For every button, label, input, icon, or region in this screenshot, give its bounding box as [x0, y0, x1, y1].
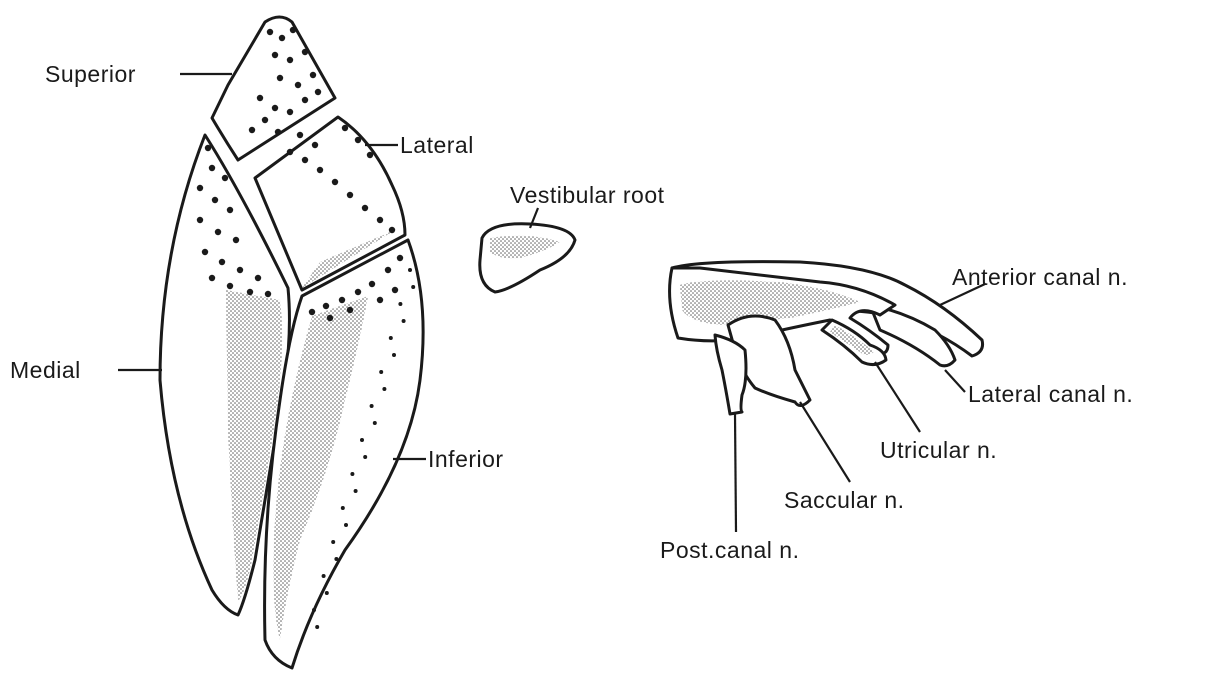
stipple-dot — [341, 506, 345, 510]
stipple-dot — [237, 267, 243, 273]
stipple-dot — [397, 255, 403, 261]
stipple-dot — [350, 472, 354, 476]
stipple-dot — [315, 89, 321, 95]
stipple-dot — [411, 285, 415, 289]
stipple-dot — [317, 167, 323, 173]
label-saccular-n: Saccular n. — [784, 487, 905, 513]
stipple-dot — [389, 227, 395, 233]
stipple-dot — [205, 145, 211, 151]
stipple-dot — [262, 117, 268, 123]
stipple-dot — [370, 404, 374, 408]
stipple-dot — [302, 49, 308, 55]
label-superior: Superior — [45, 61, 136, 87]
stipple-dot — [347, 192, 353, 198]
label-medial: Medial — [10, 357, 81, 383]
stipple-dot — [202, 249, 208, 255]
stipple-dot — [287, 57, 293, 63]
stipple-dot — [222, 175, 228, 181]
label-inferior: Inferior — [428, 446, 504, 472]
stipple-dot — [302, 97, 308, 103]
label-utricular-n: Utricular n. — [880, 437, 997, 463]
stipple-dot — [312, 142, 318, 148]
stipple-dot — [215, 229, 221, 235]
stipple-dot — [344, 523, 348, 527]
stipple-dot — [367, 152, 373, 158]
stipple-dot — [369, 281, 375, 287]
stipple-dot — [323, 303, 329, 309]
stipple-dot — [233, 237, 239, 243]
label-vestibular-root: Vestibular root — [510, 182, 665, 208]
stipple-dot — [287, 149, 293, 155]
stipple-dot — [227, 207, 233, 213]
stipple-dot — [227, 283, 233, 289]
stipple-dot — [392, 287, 398, 293]
label-anterior-canal-n: Anterior canal n. — [952, 264, 1128, 290]
label-lateral: Lateral — [400, 132, 474, 158]
stipple-dot — [354, 489, 358, 493]
stipple-dot — [295, 82, 301, 88]
stipple-dot — [209, 275, 215, 281]
vestibular-root — [480, 208, 575, 292]
stipple-dot — [327, 315, 333, 321]
stipple-dot — [272, 52, 278, 58]
stipple-dot — [408, 268, 412, 272]
stipple-dot — [402, 319, 406, 323]
stipple-dot — [355, 137, 361, 143]
stipple-dot — [334, 557, 338, 561]
stipple-dot — [209, 165, 215, 171]
stipple-dot — [389, 336, 393, 340]
stipple-dot — [379, 370, 383, 374]
stipple-dot — [392, 353, 396, 357]
stipple-dot — [312, 608, 316, 612]
stipple-dot — [373, 421, 377, 425]
stipple-dot — [265, 291, 271, 297]
stipple-dot — [363, 455, 367, 459]
stipple-dot — [290, 27, 296, 33]
stipple-dot — [362, 205, 368, 211]
stipple-dot — [382, 387, 386, 391]
stipple-dot — [287, 109, 293, 115]
stipple-dot — [257, 95, 263, 101]
stipple-dot — [310, 72, 316, 78]
stipple-dot — [219, 259, 225, 265]
stipple-dot — [339, 297, 345, 303]
stipple-dot — [297, 132, 303, 138]
stipple-dot — [275, 129, 281, 135]
stipple-dot — [385, 267, 391, 273]
stipple-dot — [255, 275, 261, 281]
stipple-dot — [377, 297, 383, 303]
stipple-dot — [342, 125, 348, 131]
label-lateral-canal-n: Lateral canal n. — [968, 381, 1133, 407]
stipple-dot — [249, 127, 255, 133]
stipple-dot — [272, 105, 278, 111]
stipple-dot — [197, 185, 203, 191]
label-post-canal-n: Post.canal n. — [660, 537, 799, 563]
stipple-dot — [325, 591, 329, 595]
stipple-dot — [377, 217, 383, 223]
stipple-dot — [331, 540, 335, 544]
stipple-dot — [247, 289, 253, 295]
stipple-dot — [398, 302, 402, 306]
stipple-dot — [212, 197, 218, 203]
stipple-dot — [302, 157, 308, 163]
stipple-dot — [267, 29, 273, 35]
stipple-dot — [347, 307, 353, 313]
stipple-dot — [360, 438, 364, 442]
stipple-dot — [197, 217, 203, 223]
nerve-branches — [670, 262, 983, 414]
stipple-dot — [309, 309, 315, 315]
stipple-dot — [315, 625, 319, 629]
stipple-dot — [355, 289, 361, 295]
stipple-dot — [279, 35, 285, 41]
stipple-dot — [322, 574, 326, 578]
stipple-dot — [277, 75, 283, 81]
stipple-dot — [332, 179, 338, 185]
